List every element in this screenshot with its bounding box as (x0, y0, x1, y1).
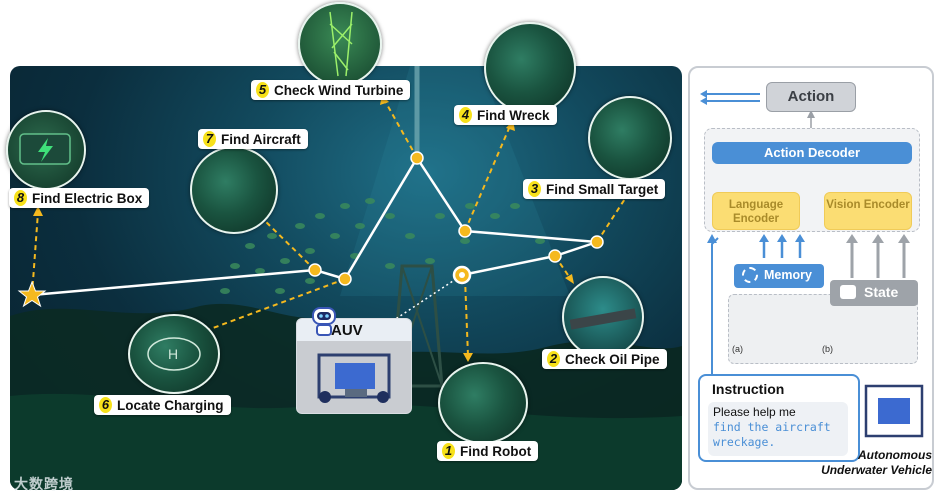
task-label-5: 5 Check Wind Turbine (251, 80, 411, 100)
vision-encoder-node: Vision Encoder (824, 192, 912, 230)
state-label: State (864, 284, 899, 300)
task-number: 6 (99, 397, 112, 413)
task-number: 4 (459, 107, 472, 123)
thumb-small-target (588, 96, 672, 180)
task-number: 7 (203, 131, 216, 147)
watermark: 大数跨境 (14, 476, 74, 492)
task-text: Find Small Target (546, 181, 659, 197)
instruction-title: Instruction (712, 381, 785, 397)
pipe-icon (569, 308, 637, 330)
thumb-wreck (484, 22, 576, 114)
model-architecture-panel: Action Action Decoder Language Encoder V… (688, 66, 934, 490)
task-label-2: 2 Check Oil Pipe (542, 349, 667, 369)
action-node: Action (766, 82, 856, 112)
task-number: 5 (256, 82, 269, 98)
lightning-icon (19, 133, 71, 165)
task-label-8: 8 Find Electric Box (9, 188, 150, 208)
state-node: State (830, 280, 918, 306)
thumb-aircraft (190, 146, 278, 234)
state-icon (840, 285, 856, 299)
instruction-highlight: find the aircraft wreckage. (713, 420, 831, 449)
start-star-icon (17, 280, 47, 308)
thumb-oil-pipe (562, 276, 644, 358)
task-text: Find Wreck (477, 107, 550, 123)
action-decoder-node: Action Decoder (712, 142, 912, 164)
thumb-charging: H (128, 314, 220, 394)
task-number: 2 (547, 351, 560, 367)
task-number: 3 (528, 181, 541, 197)
task-text: Find Aircraft (221, 131, 301, 147)
task-label-7: 7 Find Aircraft (198, 129, 308, 149)
task-label-4: 4 Find Wreck (454, 105, 557, 125)
auv-vehicle-icon (317, 353, 391, 403)
task-number: 8 (14, 190, 27, 206)
thumb-robot (438, 362, 528, 444)
task-text: Find Robot (460, 443, 532, 459)
task-label-6: 6 Locate Charging (94, 395, 231, 415)
task-text: Check Oil Pipe (565, 351, 660, 367)
auv-caption: Autonomous Underwater Vehicle (821, 448, 932, 477)
memory-label: Memory (764, 268, 812, 282)
turbine-structure-icon (329, 11, 353, 77)
obs-label-b: (b) (822, 344, 833, 354)
language-encoder-node: Language Encoder (712, 192, 800, 230)
helipad-icon: H (147, 337, 201, 371)
task-label-3: 3 Find Small Target (523, 179, 666, 199)
memory-node: Memory (734, 264, 824, 288)
task-text: Locate Charging (117, 397, 224, 413)
thumb-wind-turbine (298, 2, 382, 86)
instruction-body: Please help me find the aircraft wreckag… (708, 402, 848, 456)
robot-icon (312, 307, 336, 336)
instruction-text: Please help me (713, 405, 796, 419)
instruction-box: Instruction Please help me find the airc… (698, 374, 860, 462)
svg-text:H: H (168, 346, 178, 362)
obs-label-a: (a) (732, 344, 743, 354)
task-text: Check Wind Turbine (274, 82, 404, 98)
thumb-electric-box (6, 110, 86, 190)
task-label-1: 1 Find Robot (437, 441, 539, 461)
task-text: Find Electric Box (32, 190, 143, 206)
task-number: 1 (442, 443, 455, 459)
memory-icon (742, 267, 758, 283)
